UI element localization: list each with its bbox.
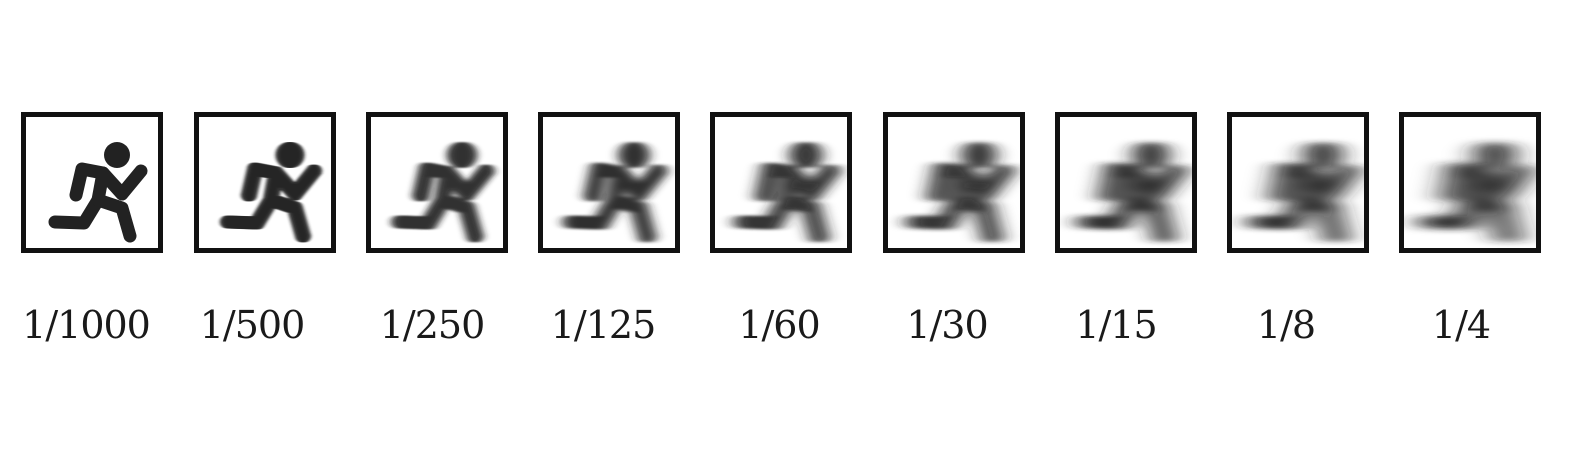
frame-2 — [194, 112, 336, 253]
frame-3 — [366, 112, 508, 253]
running-person-icon — [902, 142, 1018, 243]
frame-1 — [21, 112, 163, 253]
shutter-speed-label: 1/125 — [550, 303, 657, 347]
shutter-speed-label: 1/60 — [738, 303, 820, 347]
frame-9 — [1399, 112, 1541, 253]
shutter-speed-label: 1/8 — [1256, 303, 1316, 347]
running-person-icon — [1072, 142, 1192, 243]
shutter-speed-label: 1/1000 — [22, 303, 151, 347]
running-person-icon — [1413, 142, 1536, 243]
running-person-icon — [219, 142, 323, 243]
shutter-speed-label: 1/15 — [1075, 303, 1157, 347]
running-person-icon — [1243, 142, 1364, 243]
running-person-icon — [731, 142, 843, 243]
frame-5 — [710, 112, 852, 253]
frame-7 — [1055, 112, 1197, 253]
running-person-icon — [390, 142, 496, 243]
shutter-speed-label: 1/4 — [1431, 303, 1491, 347]
shutter-speed-label: 1/250 — [379, 303, 486, 347]
running-person-icon — [48, 142, 148, 243]
shutter-speed-label: 1/500 — [199, 303, 306, 347]
frame-4 — [538, 112, 680, 253]
frame-6 — [883, 112, 1025, 253]
shutter-speed-label: 1/30 — [906, 303, 988, 347]
frame-8 — [1227, 112, 1369, 253]
running-person-icon — [560, 142, 670, 243]
